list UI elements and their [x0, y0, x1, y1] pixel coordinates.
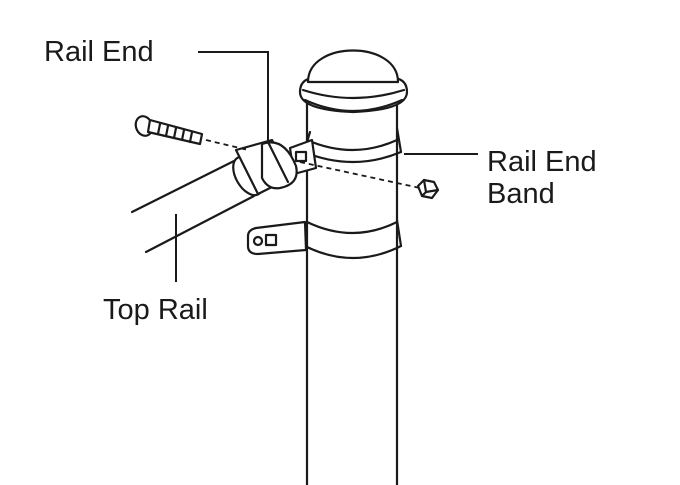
top-rail-label: Top Rail: [103, 294, 208, 326]
rail-end-band-label-line1: Rail End: [487, 146, 597, 178]
rail-end: [234, 138, 298, 196]
rail-end-label: Rail End: [44, 36, 154, 68]
carriage-bolt: [134, 115, 204, 146]
bolt-path-line: [205, 139, 421, 189]
lower-rail-end-band: [246, 218, 403, 260]
rail-end-band-label: Rail End Band: [487, 146, 597, 210]
rail-end-band-label-line2: Band: [487, 178, 555, 210]
rail-end-leader: [198, 51, 269, 142]
post: [305, 94, 399, 485]
post-cap: [298, 49, 409, 114]
nut: [416, 178, 440, 200]
